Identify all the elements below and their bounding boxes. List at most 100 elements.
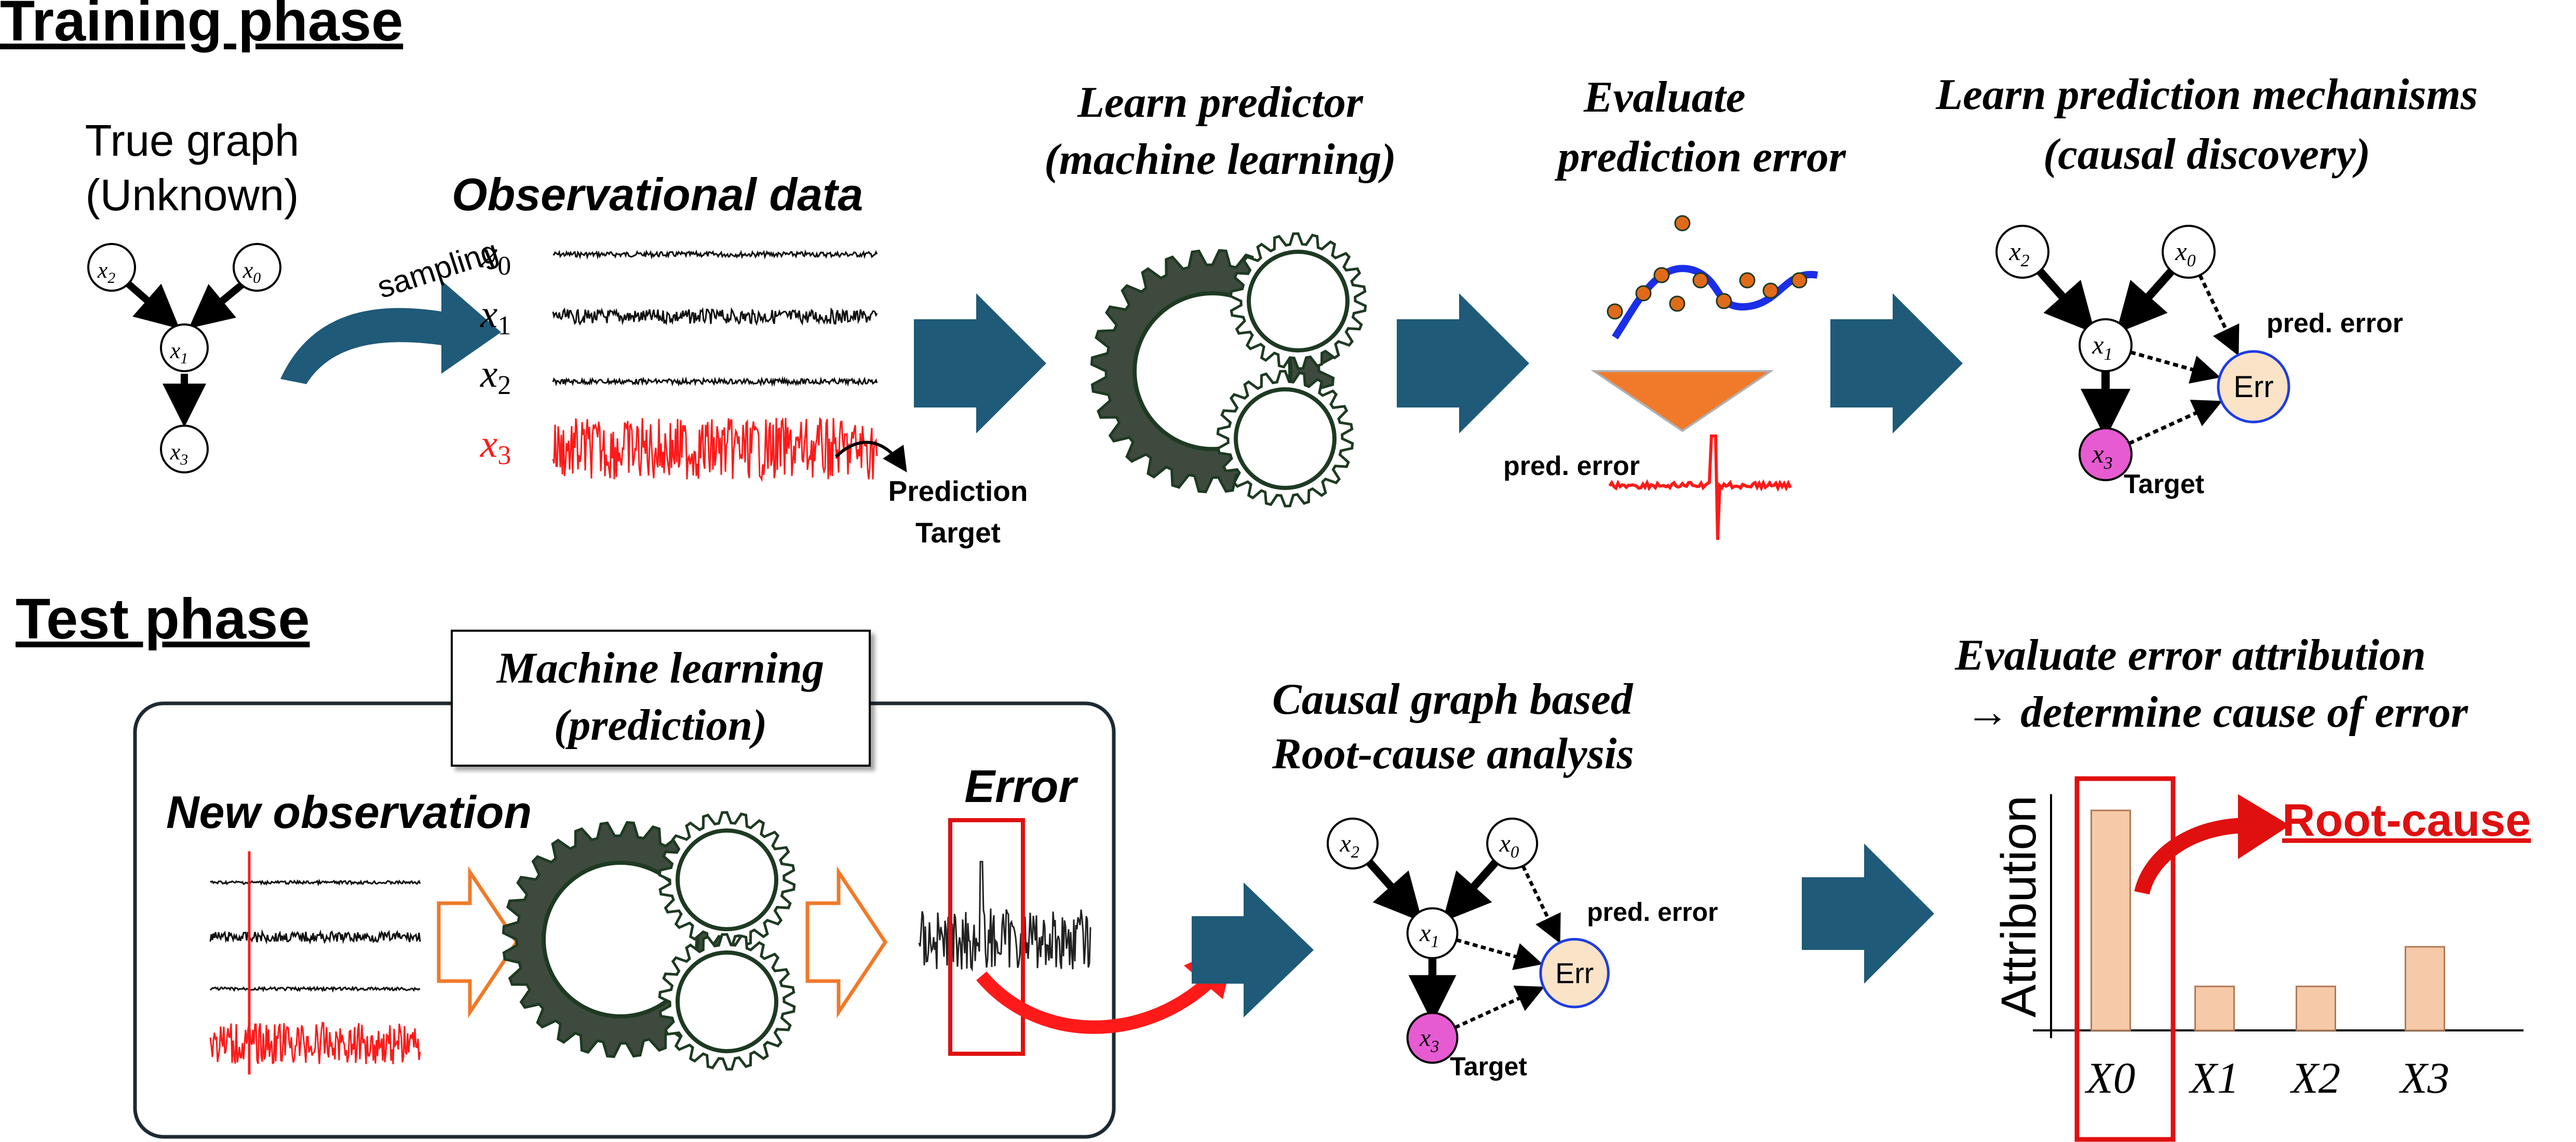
ml-label-box bbox=[451, 630, 871, 767]
gear-small-bottom-icon bbox=[1216, 370, 1354, 508]
edge-x0-x1 bbox=[1442, 859, 1499, 922]
bar-x1 bbox=[2194, 985, 2235, 1031]
node-x0 bbox=[2162, 225, 2216, 279]
sample-point bbox=[1635, 285, 1652, 302]
evaluate-title: Evaluate bbox=[1583, 73, 1746, 121]
sample-point bbox=[1791, 272, 1808, 289]
flow-arrow-3 bbox=[1830, 293, 1963, 433]
edge-x0-x1 bbox=[2115, 268, 2175, 334]
node-x2 bbox=[1995, 225, 2049, 279]
signal-x2 bbox=[552, 376, 878, 387]
pred-error-signal bbox=[1608, 434, 1792, 540]
down-arrow-icon bbox=[1590, 370, 1774, 432]
true-graph-node-x0 bbox=[233, 243, 281, 292]
error-signal-trace bbox=[918, 861, 1091, 972]
node-err-label: Err bbox=[1555, 957, 1594, 989]
chart-ylabel: Attribution bbox=[1991, 795, 2046, 1017]
sample-point bbox=[1653, 267, 1670, 283]
prediction-target-arrow bbox=[834, 441, 907, 472]
hollow-arrow-1 bbox=[437, 866, 519, 1018]
attribution-title: Evaluate error attribution bbox=[1954, 631, 2426, 679]
node-err bbox=[2217, 350, 2290, 424]
signal-x3 bbox=[552, 417, 878, 482]
ml-label-line1: Machine learning bbox=[496, 644, 825, 692]
test-signal-x1 bbox=[209, 929, 421, 945]
edge-x0-err bbox=[1521, 865, 1561, 944]
evaluate-subtitle: prediction error bbox=[1554, 132, 1846, 181]
graph-pred-error-label: pred. error bbox=[2267, 308, 2403, 338]
svg-text:x0: x0 bbox=[242, 257, 261, 287]
ml-label-line2: (prediction) bbox=[554, 701, 767, 750]
node-x3-target bbox=[2079, 427, 2133, 481]
signal-x0 bbox=[552, 249, 878, 260]
node-x1 bbox=[2079, 318, 2133, 372]
svg-text:x0: x0 bbox=[1499, 830, 1519, 862]
test-signal-x0 bbox=[210, 879, 421, 887]
gears-icon bbox=[1090, 232, 1367, 508]
gears-icon-test bbox=[502, 811, 796, 1071]
true-graph-node-x2 bbox=[87, 243, 136, 292]
gear-small-top-icon bbox=[1229, 232, 1367, 370]
gear-small-top-icon-test bbox=[658, 811, 796, 949]
prediction-target-label-2: Target bbox=[915, 516, 1001, 549]
graph-target-label: Target bbox=[1450, 1052, 1527, 1081]
tick-label-x1: X1 bbox=[2189, 1054, 2239, 1103]
prediction-fit-icon bbox=[1607, 215, 1818, 339]
bar-x3 bbox=[2405, 946, 2445, 1031]
learn-predictor-subtitle: (machine learning) bbox=[1044, 135, 1396, 184]
test-heading: Test phase bbox=[16, 587, 310, 651]
tick-label-x3: X3 bbox=[2399, 1054, 2449, 1103]
tick-label-x0: X0 bbox=[2085, 1054, 2135, 1103]
svg-text:x2: x2 bbox=[480, 352, 511, 400]
root-cause-arrow bbox=[2134, 818, 2249, 895]
observational-variable-labels: x0 x1 x2 x3 bbox=[480, 233, 511, 470]
prediction-target-label: Prediction bbox=[888, 475, 1028, 507]
pred-error-label: pred. error bbox=[1503, 451, 1640, 481]
error-label: Error bbox=[964, 760, 1078, 812]
sample-point bbox=[1674, 215, 1691, 232]
flow-arrow-2 bbox=[1397, 293, 1529, 433]
test-signal-x3 bbox=[209, 1022, 421, 1065]
sample-point bbox=[1739, 272, 1756, 289]
new-observation-signals bbox=[209, 879, 421, 1065]
error-to-rca-arrow bbox=[976, 971, 1215, 1034]
flow-arrow-5 bbox=[1802, 844, 1934, 984]
sample-point bbox=[1607, 303, 1623, 320]
edge-x2-x1 bbox=[2036, 268, 2096, 334]
true-graph-node-x1 bbox=[160, 323, 209, 372]
graph-pred-error-label: pred. error bbox=[1587, 898, 1718, 927]
hollow-arrow-2 bbox=[805, 866, 888, 1018]
sample-point bbox=[1692, 272, 1709, 289]
true-graph: x2 x0 x1 x3 bbox=[87, 243, 281, 473]
rca-title: Causal graph based bbox=[1272, 675, 1634, 724]
mechanisms-title: Learn prediction mechanisms bbox=[1935, 70, 2478, 119]
flow-arrow-4 bbox=[1192, 882, 1314, 1017]
true-graph-node-x3 bbox=[160, 425, 209, 473]
svg-text:x3: x3 bbox=[480, 423, 511, 470]
edge-x1-err bbox=[1455, 938, 1543, 970]
root-cause-arrowhead bbox=[2238, 794, 2290, 859]
root-cause-highlight-box bbox=[2074, 776, 2176, 1142]
edge-x3-err bbox=[1454, 985, 1545, 1029]
node-err bbox=[1539, 937, 1610, 1009]
svg-text:x0: x0 bbox=[480, 233, 511, 281]
svg-text:x1: x1 bbox=[2092, 330, 2112, 364]
sampling-arrow bbox=[280, 280, 501, 384]
error-highlight-box bbox=[948, 818, 1025, 1056]
sample-point bbox=[1716, 293, 1732, 309]
graph-target-label: Target bbox=[2124, 469, 2204, 499]
node-err-label: Err bbox=[2233, 370, 2273, 404]
true-graph-label: True graph bbox=[85, 116, 300, 166]
mechanisms-subtitle: (causal discovery) bbox=[2043, 130, 2370, 179]
svg-text:x1: x1 bbox=[480, 293, 511, 341]
rca-subtitle: Root-cause analysis bbox=[1272, 729, 1634, 778]
node-x1 bbox=[1406, 907, 1459, 959]
true-graph-unknown-label: (Unknown) bbox=[86, 171, 299, 220]
learn-predictor-title: Learn predictor bbox=[1077, 78, 1364, 127]
edge-x0-err bbox=[2198, 274, 2240, 356]
gear-small-bottom-icon-test bbox=[658, 933, 796, 1071]
node-x3-target bbox=[1406, 1012, 1459, 1064]
